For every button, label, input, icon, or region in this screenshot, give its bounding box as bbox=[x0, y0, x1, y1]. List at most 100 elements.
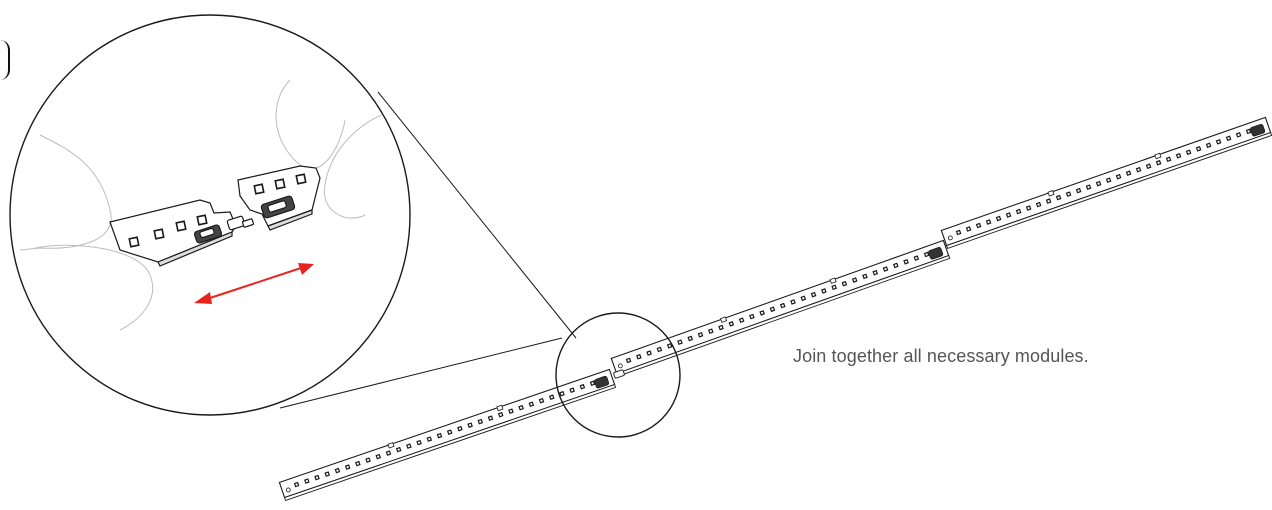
led-pad bbox=[395, 446, 402, 453]
led-pad bbox=[304, 478, 310, 484]
led-pad bbox=[851, 277, 858, 283]
led-pad bbox=[1125, 170, 1132, 176]
led-pad bbox=[625, 357, 632, 364]
join-highlight-circle bbox=[555, 312, 681, 438]
led-pad bbox=[882, 266, 889, 272]
strip-notch bbox=[387, 442, 395, 449]
led-pad bbox=[1175, 152, 1182, 159]
strip-board bbox=[940, 116, 1272, 247]
led-pad bbox=[314, 474, 320, 481]
led-pad bbox=[1065, 191, 1072, 197]
led-pad bbox=[508, 408, 514, 414]
led-pad bbox=[579, 383, 586, 390]
led-pad bbox=[1185, 149, 1192, 156]
led-pad bbox=[738, 317, 745, 324]
callout-line-top bbox=[377, 91, 577, 339]
led-pad bbox=[528, 401, 535, 407]
led-pad bbox=[477, 418, 484, 425]
led-pad bbox=[1055, 194, 1062, 201]
led-pad bbox=[903, 258, 909, 265]
led-strip-module bbox=[940, 116, 1272, 249]
led-pad bbox=[955, 229, 962, 236]
left-edge-bracket bbox=[0, 40, 10, 80]
closeup-right-module bbox=[237, 165, 321, 231]
right-thumb-outline bbox=[323, 109, 396, 219]
led-pad bbox=[324, 471, 331, 477]
led-pad bbox=[1115, 173, 1122, 180]
led-pad bbox=[467, 422, 473, 428]
strip-notch bbox=[496, 404, 504, 412]
led-strip-module bbox=[278, 368, 617, 501]
led-pad bbox=[416, 439, 422, 446]
strip-edge bbox=[284, 383, 617, 501]
zoom-callout bbox=[9, 14, 411, 416]
led-pad bbox=[436, 432, 443, 439]
led-pad bbox=[1245, 128, 1252, 135]
led-pad bbox=[1215, 139, 1222, 145]
led-pad bbox=[646, 350, 652, 356]
led-pad bbox=[365, 457, 371, 463]
led-pad bbox=[1085, 184, 1092, 190]
left-thumb-outline bbox=[34, 244, 154, 331]
led-pad bbox=[718, 324, 724, 331]
led-pad bbox=[1035, 201, 1042, 208]
strip-connector bbox=[1250, 123, 1266, 137]
led-pad bbox=[810, 291, 817, 298]
mounting-hole bbox=[947, 235, 953, 241]
led-pad bbox=[892, 262, 899, 269]
led-pad bbox=[569, 387, 575, 394]
led-pad bbox=[769, 306, 776, 313]
strip-connector bbox=[928, 247, 944, 260]
led-strip-modules bbox=[278, 116, 1272, 501]
led-pad bbox=[923, 251, 930, 258]
led-pad bbox=[965, 226, 972, 232]
led-strip-module bbox=[610, 239, 951, 377]
led-pad bbox=[779, 302, 786, 309]
callout-connector-lines bbox=[279, 91, 577, 409]
led-pad bbox=[426, 436, 433, 442]
led-pad bbox=[975, 222, 982, 229]
led-pad bbox=[1205, 142, 1212, 149]
led-pad bbox=[1155, 159, 1162, 166]
led-pad bbox=[497, 411, 504, 418]
strip-connector bbox=[594, 375, 610, 389]
led-pad bbox=[862, 273, 868, 280]
led-pad bbox=[1095, 180, 1102, 187]
strip-notch bbox=[720, 316, 728, 323]
instruction-caption: Join together all necessary modules. bbox=[793, 346, 1089, 366]
led-pad bbox=[677, 339, 683, 345]
strip-notch bbox=[1047, 190, 1055, 197]
led-pad bbox=[344, 464, 351, 470]
join-connector-pin bbox=[613, 369, 625, 379]
strip-edge bbox=[946, 131, 1272, 249]
led-pad bbox=[375, 453, 382, 460]
led-pad bbox=[446, 429, 453, 435]
led-pad bbox=[487, 415, 494, 421]
led-pad bbox=[559, 390, 565, 397]
led-pad bbox=[666, 342, 673, 349]
led-pad bbox=[1045, 198, 1052, 204]
mounting-hole bbox=[285, 487, 291, 493]
led-pad bbox=[293, 481, 300, 488]
led-pad bbox=[385, 450, 392, 456]
led-pad bbox=[1025, 205, 1032, 211]
led-pad bbox=[1135, 166, 1142, 173]
led-pad bbox=[821, 288, 827, 294]
led-pad bbox=[995, 215, 1002, 222]
led-pad bbox=[589, 380, 596, 387]
led-pad bbox=[831, 284, 837, 291]
led-pad bbox=[687, 335, 694, 342]
led-pad bbox=[656, 346, 663, 353]
led-pad bbox=[790, 299, 796, 305]
led-pad bbox=[1015, 208, 1022, 215]
strip-notch bbox=[829, 277, 837, 284]
led-pad bbox=[1165, 156, 1172, 163]
led-pad bbox=[985, 219, 992, 225]
led-pad bbox=[697, 332, 704, 338]
led-pad bbox=[800, 295, 807, 302]
right-finger-outline bbox=[275, 79, 346, 170]
strip-board bbox=[278, 368, 616, 499]
led-pad bbox=[457, 425, 463, 432]
led-pad bbox=[406, 443, 412, 449]
